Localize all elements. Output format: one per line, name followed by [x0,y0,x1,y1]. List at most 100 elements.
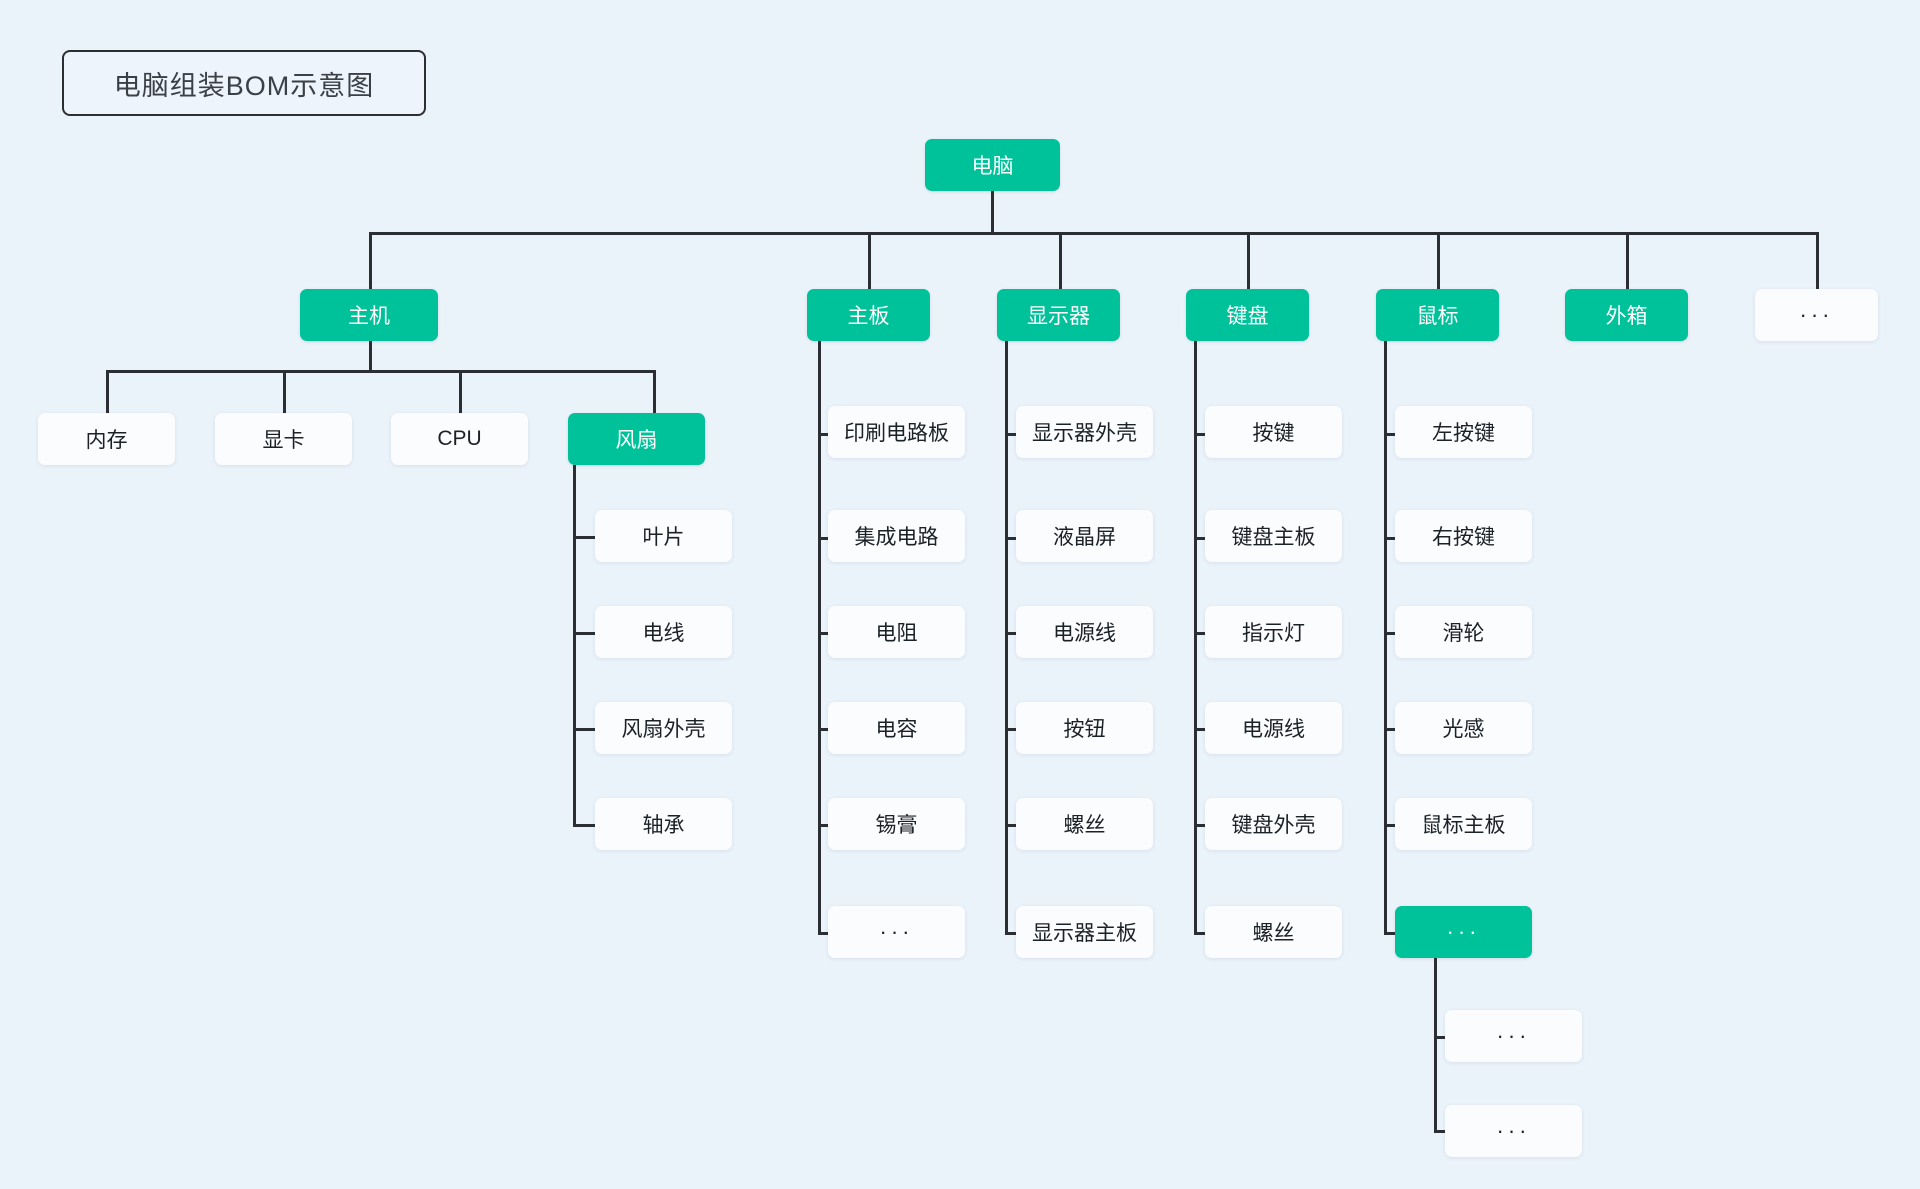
connector-fan-stub-4 [573,824,597,827]
node-label: 显示器外壳 [1032,422,1137,445]
connector-host-bus [106,370,656,373]
node-ic[interactable]: 集成电路 [828,510,965,562]
node-label: 光感 [1442,718,1485,741]
node-label: 印刷电路板 [844,422,949,445]
connector-drop-case [1626,232,1629,289]
connector-drop-mouse [1437,232,1440,289]
connector-fan-stub-1 [573,536,597,539]
node-monitor-screw[interactable]: 螺丝 [1016,798,1153,850]
diagram-title-box: 电脑组装BOM示意图 [62,50,426,116]
node-memory[interactable]: 内存 [38,413,175,465]
node-cpu[interactable]: CPU [391,413,528,465]
node-label: 螺丝 [1063,814,1106,837]
node-monitor[interactable]: 显示器 [997,289,1120,341]
node-label: 左按键 [1432,422,1495,445]
connector-fan-rail [573,465,576,827]
node-level2-more[interactable]: ··· [1755,289,1878,341]
node-capacitor[interactable]: 电容 [828,702,965,754]
connector-fan-stub-3 [573,728,597,731]
node-label: 电源线 [1053,622,1116,645]
connector-drop-host [369,232,372,289]
node-mouse-optical-sensor[interactable]: 光感 [1395,702,1532,754]
node-mouse-more-child-2[interactable]: ··· [1445,1105,1582,1157]
node-pcb[interactable]: 印刷电路板 [828,406,965,458]
node-fan-wire[interactable]: 电线 [595,606,732,658]
node-label: 按钮 [1063,718,1106,741]
node-label: 显卡 [262,429,305,452]
node-label: 螺丝 [1252,922,1295,945]
node-solder-paste[interactable]: 锡膏 [828,798,965,850]
node-label: ··· [1496,1023,1531,1048]
node-mouse[interactable]: 鼠标 [1376,289,1499,341]
node-fan-housing[interactable]: 风扇外壳 [595,702,732,754]
node-label: ··· [1799,302,1834,327]
node-label: 鼠标主板 [1421,814,1506,837]
node-indicator-light[interactable]: 指示灯 [1205,606,1342,658]
node-mouse-mainboard[interactable]: 鼠标主板 [1395,798,1532,850]
connector-host-stem [369,341,372,372]
node-gpu[interactable]: 显卡 [215,413,352,465]
node-label: 显示器 [1027,305,1090,328]
node-keyboard-mainboard[interactable]: 键盘主板 [1205,510,1342,562]
node-label: 主板 [847,305,890,328]
node-keyboard-screw[interactable]: 螺丝 [1205,906,1342,958]
node-mouse-wheel[interactable]: 滑轮 [1395,606,1532,658]
connector-level2-bus [369,232,1819,235]
node-mouse-more-child-1[interactable]: ··· [1445,1010,1582,1062]
node-monitor-power-cable[interactable]: 电源线 [1016,606,1153,658]
node-label: 内存 [85,429,128,452]
node-monitor-button[interactable]: 按钮 [1016,702,1153,754]
node-fan-bearing[interactable]: 轴承 [595,798,732,850]
node-label: 叶片 [642,526,685,549]
connector-mouse-more-rail [1434,958,1437,1133]
node-resistor[interactable]: 电阻 [828,606,965,658]
connector-drop-mainboard [868,232,871,289]
connector-drop-monitor [1059,232,1062,289]
node-label: 外箱 [1605,305,1648,328]
node-mouse-left-button[interactable]: 左按键 [1395,406,1532,458]
node-label: 电源线 [1242,718,1305,741]
node-lcd-panel[interactable]: 液晶屏 [1016,510,1153,562]
node-label: 鼠标 [1416,305,1459,328]
node-label: 按键 [1252,422,1295,445]
diagram-title: 电脑组装BOM示意图 [113,70,375,101]
node-keyboard[interactable]: 键盘 [1186,289,1309,341]
node-mouse-more[interactable]: ··· [1395,906,1532,958]
node-label: 显示器主板 [1032,922,1137,945]
connector-monitor-rail [1005,341,1008,935]
connector-drop-gpu [283,370,286,413]
node-root-computer[interactable]: 电脑 [925,139,1060,191]
node-mainboard-more[interactable]: ··· [828,906,965,958]
node-label: 风扇 [615,429,658,452]
connector-keyboard-rail [1194,341,1197,935]
node-label: 电容 [875,718,918,741]
node-fan-blade[interactable]: 叶片 [595,510,732,562]
connector-drop-cpu [459,370,462,413]
node-label: 锡膏 [875,814,918,837]
node-mainboard[interactable]: 主板 [807,289,930,341]
connector-mainboard-rail [818,341,821,935]
node-label: 键盘主板 [1231,526,1316,549]
node-label: 风扇外壳 [621,718,706,741]
node-mouse-right-button[interactable]: 右按键 [1395,510,1532,562]
node-keyboard-power-cable[interactable]: 电源线 [1205,702,1342,754]
node-label: 键盘 [1226,305,1269,328]
connector-mouse-rail [1384,341,1387,935]
connector-drop-memory [106,370,109,413]
node-label: 主机 [348,305,390,328]
node-keyboard-case[interactable]: 键盘外壳 [1205,798,1342,850]
node-label: 键盘外壳 [1231,814,1316,837]
node-fan[interactable]: 风扇 [568,413,705,465]
node-case[interactable]: 外箱 [1565,289,1688,341]
node-monitor-case[interactable]: 显示器外壳 [1016,406,1153,458]
node-label: 轴承 [642,814,685,837]
node-label: 液晶屏 [1053,526,1116,549]
node-label: 电阻 [875,622,918,645]
node-monitor-mainboard[interactable]: 显示器主板 [1016,906,1153,958]
node-label: CPU [437,427,482,450]
connector-fan-stub-2 [573,632,597,635]
node-keycap[interactable]: 按键 [1205,406,1342,458]
node-host[interactable]: 主机 [300,289,438,341]
node-label: ··· [879,919,914,944]
